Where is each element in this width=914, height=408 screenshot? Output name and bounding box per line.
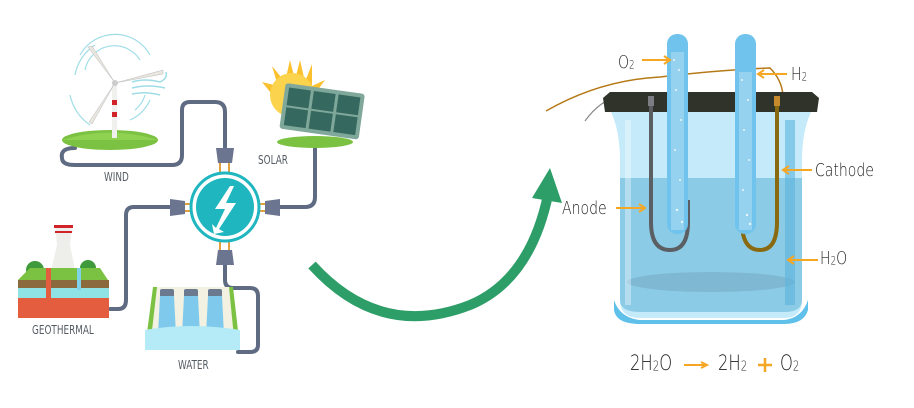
- label-h2: H2: [791, 64, 808, 85]
- label-solar: SOLAR: [258, 153, 288, 167]
- geothermal-plant-icon: [18, 225, 109, 318]
- label-o2: O2: [618, 52, 635, 73]
- label-arrows: [616, 55, 818, 369]
- cables: [59, 100, 317, 354]
- equation-reactant: 2H2O: [630, 351, 673, 375]
- equation-product-o2: O2: [780, 351, 800, 375]
- hydro-dam-icon: [145, 287, 240, 350]
- electrolysis-beaker: [545, 34, 819, 324]
- equation-product-h2: 2H2: [718, 351, 748, 375]
- wind-turbine-icon: [62, 33, 168, 150]
- cable-water: [223, 263, 260, 354]
- cable-geothermal: [108, 205, 172, 311]
- solar-panel-icon: [262, 60, 365, 148]
- label-anode: Anode: [562, 198, 607, 219]
- label-cathode: Cathode: [815, 160, 874, 181]
- cable-solar: [276, 138, 317, 209]
- lightning-bolt-icon: [212, 186, 236, 234]
- label-h2o: H2O: [820, 248, 848, 269]
- power-hub: [170, 148, 280, 265]
- flow-arrow-icon: [308, 168, 562, 322]
- label-geothermal: GEOTHERMAL: [32, 323, 94, 337]
- cable-wind: [59, 100, 227, 167]
- label-water: WATER: [178, 358, 209, 372]
- label-wind: WIND: [104, 170, 129, 184]
- plus-sign: [758, 358, 772, 372]
